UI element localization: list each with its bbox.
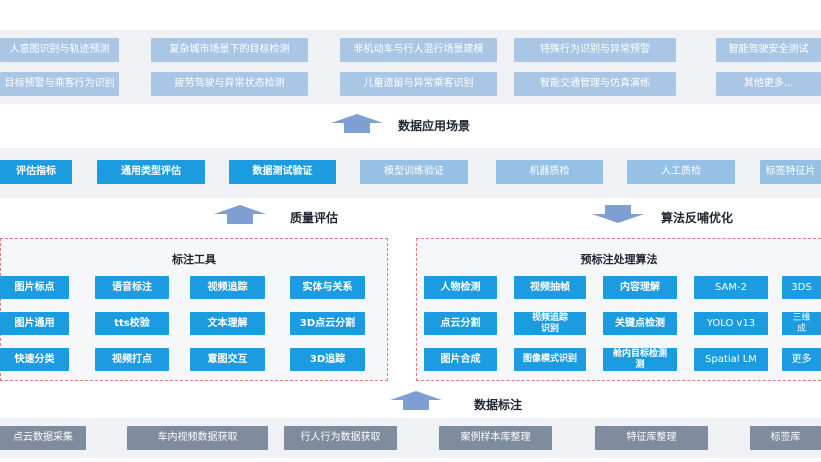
tool-box[interactable]: 3D追踪	[290, 348, 365, 371]
algorithm-box[interactable]: 关键点检测	[603, 312, 677, 335]
algorithm-box[interactable]: YOLO v13	[694, 312, 768, 335]
tool-box[interactable]: 视频追踪	[190, 276, 265, 299]
quality-box[interactable]: 机器质检	[496, 160, 603, 184]
collection-box[interactable]: 行人行为数据获取	[284, 426, 397, 450]
scene-box[interactable]: 非机动车与行人混行场景建模	[340, 38, 497, 62]
algorithm-box[interactable]: 内容理解	[603, 276, 677, 299]
up-arrow-icon	[331, 114, 383, 133]
pre-annotation-title: 预标注处理算法	[580, 253, 658, 266]
algorithm-box[interactable]: 图片合成	[424, 348, 497, 371]
algorithm-box[interactable]: 图像模式识别	[514, 348, 586, 371]
collection-box[interactable]: 案例样本库整理	[439, 426, 552, 450]
up-arrow-icon	[390, 391, 442, 410]
algorithm-box[interactable]: Spatial LM	[694, 348, 768, 371]
tool-box[interactable]: 视频打点	[95, 348, 169, 371]
quality-box[interactable]: 标签特征片	[760, 160, 821, 184]
scene-box[interactable]: 其他更多...	[716, 72, 821, 96]
algorithm-box[interactable]: 舱内目标检测 测	[603, 348, 677, 371]
scene-box[interactable]: 目标预警与乘客行为识别	[0, 72, 119, 96]
tool-box[interactable]: 图片通用	[0, 312, 69, 335]
scene-box[interactable]: 智能交通管理与仿真演练	[514, 72, 676, 96]
tool-box[interactable]: 文本理解	[190, 312, 265, 335]
down-arrow-icon	[592, 205, 644, 223]
algorithm-box[interactable]: 人物检测	[424, 276, 497, 299]
quality-label: 质量评估	[290, 211, 339, 225]
tool-box[interactable]: tts校验	[95, 312, 169, 335]
collection-box[interactable]: 车内视频数据获取	[127, 426, 268, 450]
tool-box[interactable]: 快速分类	[0, 348, 69, 371]
collection-box[interactable]: 特征库整理	[595, 426, 708, 450]
scene-box[interactable]: 特殊行为识别与异常预警	[514, 38, 676, 62]
up-arrow-icon	[214, 205, 266, 224]
algorithm-box[interactable]: SAM-2	[694, 276, 768, 299]
scene-box[interactable]: 复杂城市场景下的目标检测	[151, 38, 308, 62]
algorithm-box[interactable]: 3DS	[782, 276, 821, 299]
tool-box[interactable]: 实体与关系	[290, 276, 365, 299]
tool-box[interactable]: 图片标点	[0, 276, 69, 299]
scene-box[interactable]: 人意图识别与轨迹预测	[0, 38, 119, 62]
feedback-label: 算法反哺优化	[661, 211, 734, 225]
tool-box[interactable]: 3D点云分割	[290, 312, 365, 335]
algorithm-box[interactable]: 视频追踪 识别	[514, 312, 586, 335]
tool-box[interactable]: 语音标注	[95, 276, 169, 299]
algorithm-box[interactable]: 更多	[782, 348, 821, 371]
data-annotation-label: 数据标注	[474, 398, 523, 412]
collection-box[interactable]: 标签库	[750, 426, 821, 450]
algorithm-box[interactable]: 视频抽帧	[514, 276, 586, 299]
algorithm-box[interactable]: 点云分割	[424, 312, 497, 335]
application-scenes-label: 数据应用场景	[398, 119, 471, 133]
annotation-tools-title: 标注工具	[172, 253, 216, 266]
scene-box[interactable]: 智能驾驶安全测试	[716, 38, 821, 62]
quality-box[interactable]: 数据测试验证	[229, 160, 336, 184]
algorithm-box[interactable]: 三维 成	[782, 312, 821, 335]
collection-box[interactable]: 点云数据采集	[0, 426, 86, 450]
quality-box[interactable]: 评估指标	[0, 160, 72, 184]
quality-box[interactable]: 人工质检	[627, 160, 735, 184]
scene-box[interactable]: 疲劳驾驶与异常状态检测	[151, 72, 308, 96]
tool-box[interactable]: 意图交互	[190, 348, 265, 371]
scene-box[interactable]: 儿童遗留与异常乘客识别	[340, 72, 497, 96]
quality-box[interactable]: 通用类型评估	[97, 160, 205, 184]
quality-box[interactable]: 模型训练验证	[360, 160, 468, 184]
